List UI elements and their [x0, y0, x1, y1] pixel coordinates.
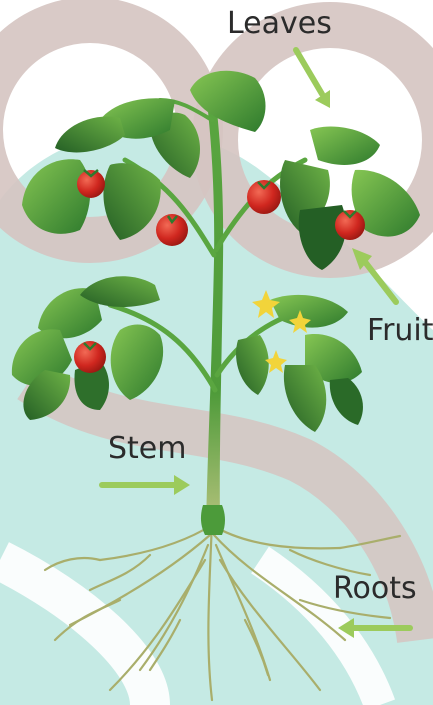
tomato — [77, 170, 105, 198]
tomato — [156, 214, 188, 246]
label-stem: Stem — [108, 431, 187, 466]
tomato — [335, 210, 365, 240]
tomato — [247, 180, 281, 214]
label-fruit: Fruit — [367, 313, 433, 348]
label-roots: Roots — [333, 571, 417, 606]
label-leaves: Leaves — [227, 6, 332, 41]
tomato — [74, 341, 106, 373]
